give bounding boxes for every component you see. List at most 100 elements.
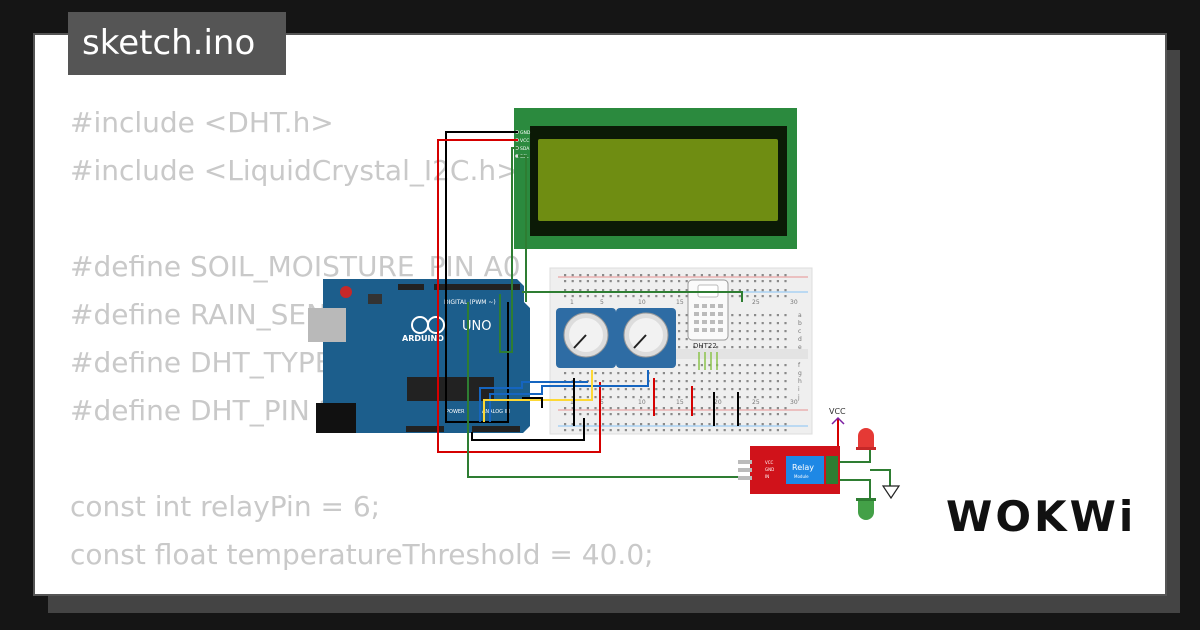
breadboard-hole: [678, 372, 681, 375]
breadboard-hole: [723, 396, 726, 399]
breadboard-hole: [564, 423, 567, 426]
breadboard-hole: [700, 346, 703, 349]
breadboard-hole: [647, 274, 650, 277]
breadboard-hole: [594, 388, 597, 391]
breadboard-hole: [716, 396, 719, 399]
relay-pin-label: IN: [765, 474, 769, 479]
breadboard-hole: [685, 364, 688, 367]
code-line: #include <DHT.h>: [70, 106, 334, 139]
breadboard-hole: [624, 289, 627, 292]
breadboard-hole: [754, 364, 757, 367]
breadboard-hole: [670, 280, 673, 283]
breadboard-hole: [632, 380, 635, 383]
breadboard-hole: [586, 423, 589, 426]
breadboard-hole: [761, 289, 764, 292]
breadboard-hole: [700, 396, 703, 399]
breadboard-hole: [617, 429, 620, 432]
breadboard-column-number: 25: [752, 399, 760, 406]
breadboard-hole: [662, 429, 665, 432]
breadboard-hole: [670, 407, 673, 410]
breadboard-row-letter: f: [798, 362, 801, 369]
breadboard-hole: [708, 423, 711, 426]
breadboard-hole: [761, 346, 764, 349]
lcd-pin-label: SDA: [520, 146, 530, 152]
breadboard-hole: [746, 372, 749, 375]
breadboard-hole: [784, 346, 787, 349]
breadboard-hole: [784, 380, 787, 383]
breadboard-hole: [723, 346, 726, 349]
breadboard-hole: [662, 380, 665, 383]
breadboard-hole: [723, 388, 726, 391]
dht22-label: DHT22: [693, 342, 717, 350]
power-header-label: POWER: [446, 409, 465, 415]
breadboard-hole: [700, 388, 703, 391]
breadboard-hole: [731, 314, 734, 317]
breadboard-row-letter: e: [798, 344, 802, 351]
breadboard-hole: [609, 388, 612, 391]
breadboard-hole: [769, 338, 772, 341]
breadboard-hole: [609, 413, 612, 416]
breadboard-hole: [746, 380, 749, 383]
breadboard-hole: [738, 388, 741, 391]
lcd-display[interactable]: GND VCC SDA SCL: [514, 108, 797, 249]
breadboard-hole: [776, 364, 779, 367]
breadboard-hole: [564, 429, 567, 432]
breadboard-hole: [738, 322, 741, 325]
breadboard-hole: [609, 295, 612, 298]
breadboard-hole: [571, 429, 574, 432]
breadboard-hole: [731, 380, 734, 383]
breadboard-hole: [723, 423, 726, 426]
arduino-brand-label: ARDUINO: [402, 334, 444, 343]
breadboard-column-number: 10: [638, 299, 646, 306]
code-preview: #include <DHT.h> #include <LiquidCrystal…: [70, 99, 654, 579]
breadboard-row-letter: a: [798, 312, 802, 319]
breadboard-hole: [776, 380, 779, 383]
breadboard-hole: [678, 396, 681, 399]
breadboard-hole: [640, 289, 643, 292]
breadboard-hole: [738, 274, 741, 277]
breadboard-hole: [647, 280, 650, 283]
breadboard-hole: [761, 396, 764, 399]
breadboard-row-letter: g: [798, 370, 802, 377]
breadboard-hole: [624, 280, 627, 283]
breadboard-hole: [776, 280, 779, 283]
breadboard-hole: [586, 289, 589, 292]
breadboard-hole: [769, 330, 772, 333]
breadboard-hole: [693, 413, 696, 416]
breadboard-hole: [761, 364, 764, 367]
breadboard-hole: [594, 396, 597, 399]
breadboard-hole: [685, 372, 688, 375]
breadboard-hole: [776, 429, 779, 432]
breadboard-hole: [685, 413, 688, 416]
soil-moisture-sensor[interactable]: [556, 308, 616, 368]
green-led[interactable]: [856, 498, 876, 520]
breadboard-hole: [723, 413, 726, 416]
arduino-model-label: UNO: [462, 319, 491, 334]
breadboard-hole: [678, 338, 681, 341]
red-led[interactable]: [856, 428, 876, 450]
breadboard-hole: [746, 388, 749, 391]
breadboard-hole: [624, 413, 627, 416]
breadboard-hole: [640, 388, 643, 391]
breadboard-hole: [678, 364, 681, 367]
arduino-uno-board[interactable]: ARDUINO UNO DIGITAL (PWM ~) POWER ANALOG…: [308, 279, 530, 433]
breadboard-hole: [670, 289, 673, 292]
breadboard-hole: [579, 413, 582, 416]
breadboard-hole: [700, 364, 703, 367]
breadboard-hole: [586, 396, 589, 399]
breadboard-column-number: 5: [600, 399, 604, 406]
breadboard-hole: [700, 274, 703, 277]
breadboard-hole: [564, 280, 567, 283]
rain-sensor[interactable]: [616, 308, 676, 368]
breadboard-hole: [769, 396, 772, 399]
breadboard-hole: [738, 338, 741, 341]
breadboard-row-letter: h: [798, 378, 802, 385]
breadboard-hole: [708, 388, 711, 391]
breadboard-hole: [579, 388, 582, 391]
breadboard-hole: [632, 388, 635, 391]
breadboard-hole: [678, 380, 681, 383]
breadboard-hole: [609, 380, 612, 383]
relay-module[interactable]: Relay Module VCC GND IN: [738, 446, 840, 494]
breadboard-hole: [731, 388, 734, 391]
breadboard-hole: [754, 372, 757, 375]
